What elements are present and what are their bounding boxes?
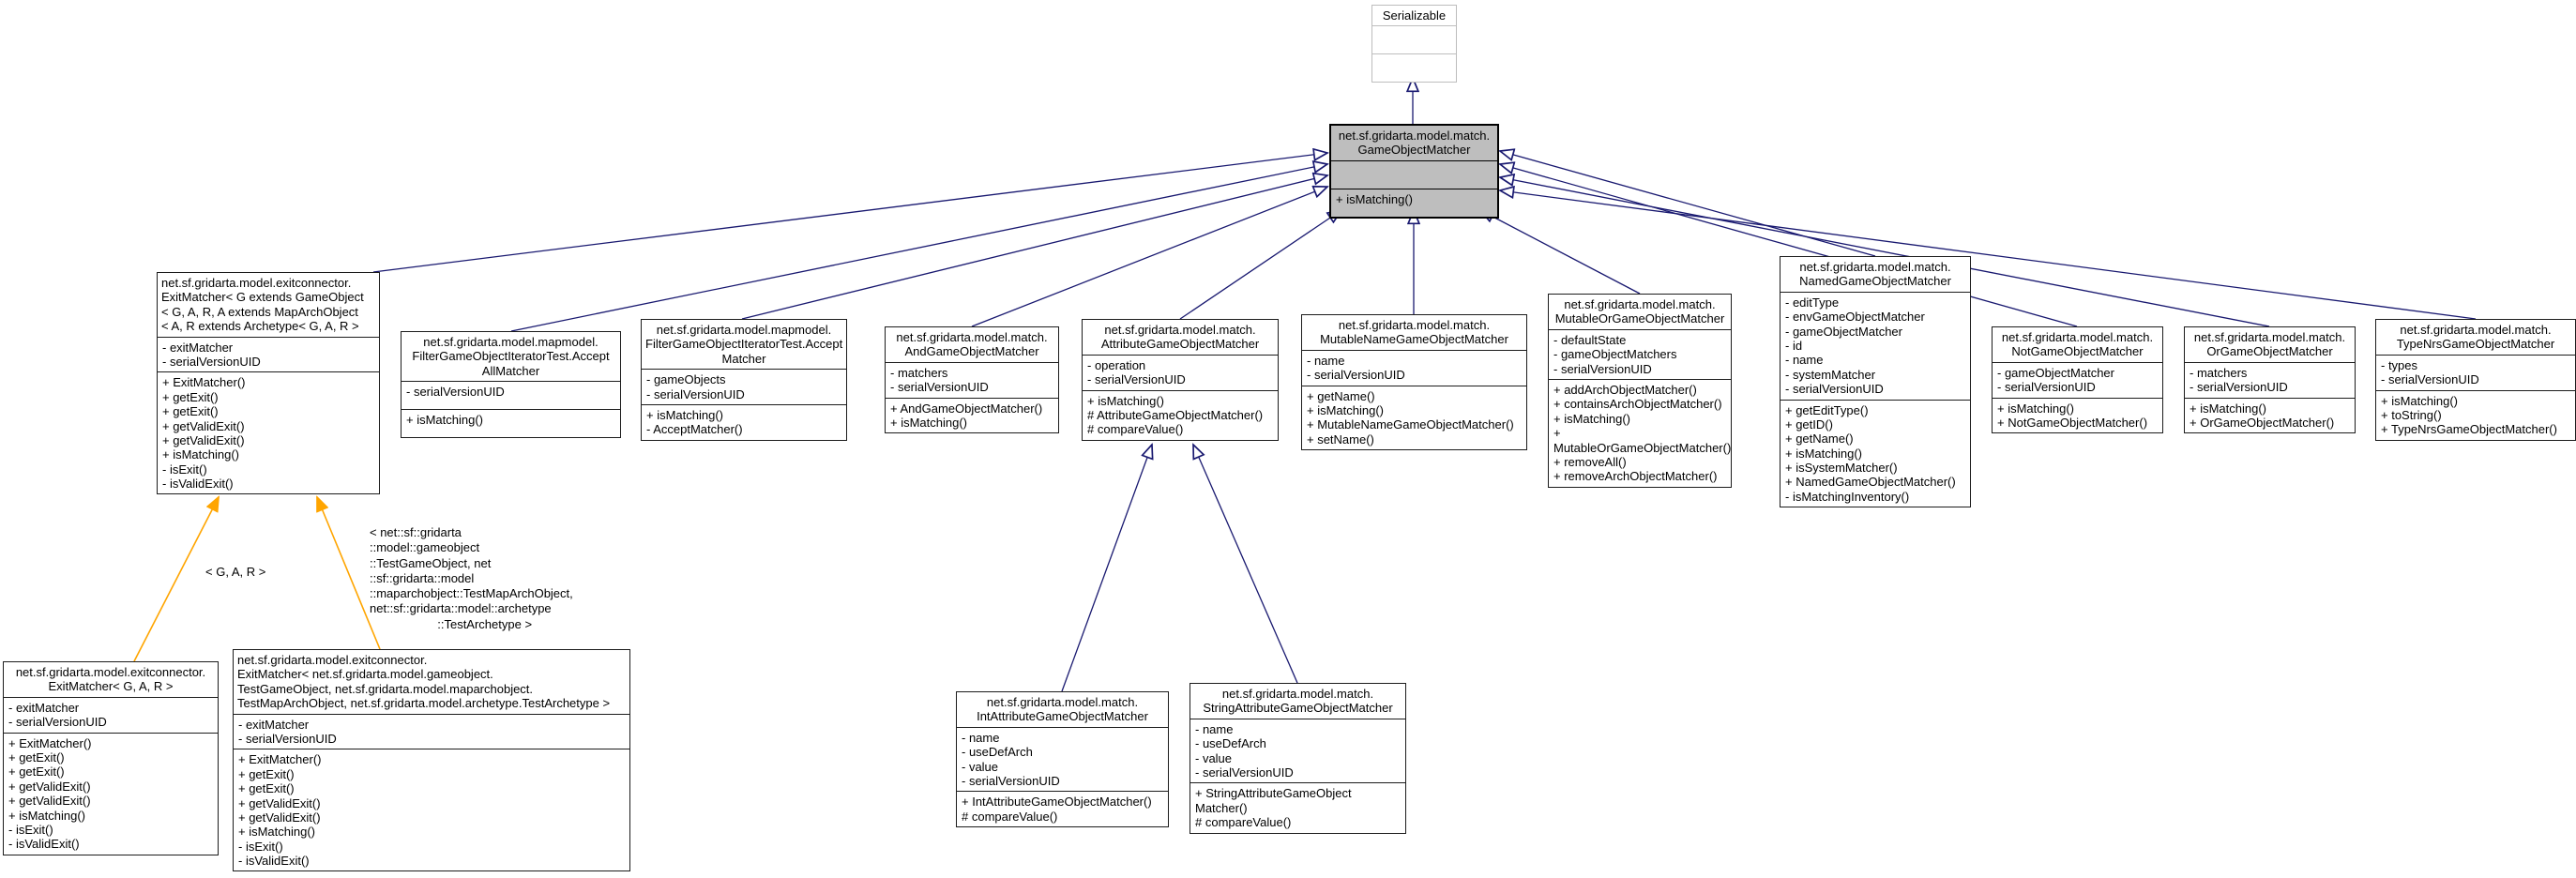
attributes-compartment bbox=[1331, 159, 1497, 189]
class-box-or-game-object-matcher[interactable]: net.sf.gridarta.model.match. OrGameObjec… bbox=[2184, 326, 2356, 434]
methods-compartment: + getName() + isMatching() + MutableName… bbox=[1302, 385, 1526, 450]
class-title: net.sf.gridarta.model.match. AndGameObje… bbox=[896, 330, 1048, 359]
attributes-compartment: - defaultState - gameObjectMatchers - se… bbox=[1549, 328, 1731, 379]
class-box-exit-matcher-g-a-r[interactable]: net.sf.gridarta.model.exitconnector. Exi… bbox=[3, 661, 219, 855]
edge-template-exitmatcher-test bbox=[317, 497, 381, 650]
class-box-type-nrs-game-object-matcher[interactable]: net.sf.gridarta.model.match. TypeNrsGame… bbox=[2375, 319, 2576, 441]
edge-andgameobjectmatcher-gameobjectmatcher bbox=[971, 187, 1327, 327]
methods-compartment: + ExitMatcher() + getExit() + getExit() … bbox=[158, 371, 379, 493]
attributes-compartment: - gameObjects - serialVersionUID bbox=[642, 369, 846, 404]
attributes-compartment bbox=[1372, 25, 1456, 53]
methods-compartment: + isMatching() bbox=[402, 409, 620, 437]
methods-compartment: + isMatching() + toString() + TypeNrsGam… bbox=[2376, 389, 2575, 440]
methods-compartment: + IntAttributeGameObjectMatcher() # comp… bbox=[957, 791, 1168, 826]
methods-compartment: + getEditType() + getID() + getName() + … bbox=[1780, 399, 1970, 507]
methods-compartment: + ExitMatcher() + getExit() + getExit() … bbox=[234, 749, 629, 870]
methods-compartment: + isMatching() + NotGameObjectMatcher() bbox=[1993, 397, 2162, 433]
class-title: net.sf.gridarta.model.mapmodel. FilterGa… bbox=[645, 323, 843, 366]
class-title: net.sf.gridarta.model.match. MutableOrGa… bbox=[1554, 297, 1725, 326]
class-box-named-game-object-matcher[interactable]: net.sf.gridarta.model.match. NamedGameOb… bbox=[1780, 256, 1971, 508]
template-args-label-g-a-r: < G, A, R > bbox=[205, 565, 266, 579]
class-box-accept-matcher[interactable]: net.sf.gridarta.model.mapmodel. FilterGa… bbox=[641, 319, 847, 441]
edge-typenrsgameobjectmatcher-gameobjectmatcher bbox=[1500, 190, 2477, 320]
edge-exitmatcher-generic-gameobjectmatcher bbox=[372, 153, 1327, 273]
class-box-exit-matcher-test[interactable]: net.sf.gridarta.model.exitconnector. Exi… bbox=[233, 649, 630, 872]
edge-mutableorgameobjectmatcher-gameobjectmatcher bbox=[1480, 210, 1641, 295]
class-box-mutable-or-game-object-matcher[interactable]: net.sf.gridarta.model.match. MutableOrGa… bbox=[1548, 294, 1732, 488]
class-title: net.sf.gridarta.model.exitconnector. Exi… bbox=[15, 665, 206, 694]
class-title: net.sf.gridarta.model.mapmodel. FilterGa… bbox=[412, 335, 610, 378]
class-title: net.sf.gridarta.model.match. NotGameObje… bbox=[2001, 330, 2154, 359]
class-title: net.sf.gridarta.model.match. StringAttri… bbox=[1203, 687, 1393, 716]
edge-orgameobjectmatcher-gameobjectmatcher bbox=[1500, 177, 2270, 327]
attributes-compartment: - exitMatcher - serialVersionUID bbox=[234, 713, 629, 749]
methods-compartment: + ExitMatcher() + getExit() + getExit() … bbox=[4, 732, 218, 855]
attributes-compartment: - types - serialVersionUID bbox=[2376, 354, 2575, 390]
class-title: net.sf.gridarta.model.exitconnector. Exi… bbox=[237, 653, 611, 711]
edge-attributegameobjectmatcher-gameobjectmatcher bbox=[1179, 210, 1341, 320]
attributes-compartment: - name - useDefArch - value - serialVers… bbox=[1190, 718, 1405, 783]
class-box-exit-matcher-generic[interactable]: net.sf.gridarta.model.exitconnector. Exi… bbox=[157, 272, 380, 495]
attributes-compartment: - name - useDefArch - value - serialVers… bbox=[957, 726, 1168, 792]
attributes-compartment: - gameObjectMatcher - serialVersionUID bbox=[1993, 361, 2162, 398]
methods-compartment: + AndGameObjectMatcher() + isMatching() bbox=[886, 397, 1058, 433]
attributes-compartment: - editType - envGameObjectMatcher - game… bbox=[1780, 291, 1970, 400]
class-box-and-game-object-matcher[interactable]: net.sf.gridarta.model.match. AndGameObje… bbox=[885, 326, 1059, 434]
class-box-accept-all-matcher[interactable]: net.sf.gridarta.model.mapmodel. FilterGa… bbox=[401, 331, 621, 439]
attributes-compartment: - exitMatcher - serialVersionUID bbox=[4, 696, 218, 733]
methods-compartment: + isMatching() - AcceptMatcher() bbox=[642, 403, 846, 440]
attributes-compartment: - operation - serialVersionUID bbox=[1083, 354, 1278, 390]
edge-intattributematcher-attributematcher bbox=[1061, 445, 1152, 692]
class-box-game-object-matcher[interactable]: net.sf.gridarta.model.match. GameObjectM… bbox=[1329, 124, 1499, 219]
class-box-not-game-object-matcher[interactable]: net.sf.gridarta.model.match. NotGameObje… bbox=[1992, 326, 2163, 434]
class-box-serializable[interactable]: Serializable bbox=[1371, 5, 1457, 83]
attributes-compartment: - matchers - serialVersionUID bbox=[2185, 361, 2355, 398]
attributes-compartment: - serialVersionUID bbox=[402, 381, 620, 409]
template-args-label-test: < net::sf::gridarta ::model::gameobject … bbox=[370, 525, 573, 631]
class-box-attribute-game-object-matcher[interactable]: net.sf.gridarta.model.match. AttributeGa… bbox=[1082, 319, 1279, 441]
class-title: net.sf.gridarta.model.match. NamedGameOb… bbox=[1799, 260, 1951, 289]
edge-namedgameobjectmatcher-gameobjectmatcher bbox=[1500, 151, 1876, 257]
attributes-compartment: - exitMatcher - serialVersionUID bbox=[158, 336, 379, 372]
edge-stringattributematcher-attributematcher bbox=[1193, 445, 1298, 684]
edge-acceptallmatcher-gameobjectmatcher bbox=[510, 164, 1327, 332]
attributes-compartment: - name - serialVersionUID bbox=[1302, 349, 1526, 386]
class-title: net.sf.gridarta.model.match. OrGameObjec… bbox=[2193, 330, 2346, 359]
class-title: net.sf.gridarta.model.match. GameObjectM… bbox=[1338, 129, 1491, 158]
class-title: net.sf.gridarta.model.match. IntAttribut… bbox=[977, 695, 1148, 724]
edge-template-exitmatcher-gar bbox=[133, 497, 219, 662]
edge-notgameobjectmatcher-gameobjectmatcher bbox=[1500, 164, 2078, 327]
attributes-compartment: - matchers - serialVersionUID bbox=[886, 361, 1058, 398]
class-title: Serializable bbox=[1382, 8, 1447, 23]
methods-compartment: + isMatching() + OrGameObjectMatcher() bbox=[2185, 397, 2355, 433]
edge-acceptmatcher-gameobjectmatcher bbox=[741, 175, 1327, 320]
class-box-string-attribute-game-object-matcher[interactable]: net.sf.gridarta.model.match. StringAttri… bbox=[1190, 683, 1406, 834]
class-title: net.sf.gridarta.model.match. AttributeGa… bbox=[1100, 323, 1260, 352]
methods-compartment: + isMatching() bbox=[1331, 188, 1497, 217]
class-title: net.sf.gridarta.model.exitconnector. Exi… bbox=[161, 276, 364, 334]
class-box-mutable-name-game-object-matcher[interactable]: net.sf.gridarta.model.match. MutableName… bbox=[1301, 314, 1527, 451]
methods-compartment: + StringAttributeGameObject Matcher() # … bbox=[1190, 782, 1405, 832]
methods-compartment: + isMatching() # AttributeGameObjectMatc… bbox=[1083, 389, 1278, 440]
methods-compartment: + addArchObjectMatcher() + containsArchO… bbox=[1549, 378, 1731, 487]
class-box-int-attribute-game-object-matcher[interactable]: net.sf.gridarta.model.match. IntAttribut… bbox=[956, 691, 1169, 828]
class-title: net.sf.gridarta.model.match. MutableName… bbox=[1320, 318, 1508, 347]
methods-compartment bbox=[1372, 53, 1456, 82]
class-title: net.sf.gridarta.model.match. TypeNrsGame… bbox=[2396, 323, 2555, 352]
